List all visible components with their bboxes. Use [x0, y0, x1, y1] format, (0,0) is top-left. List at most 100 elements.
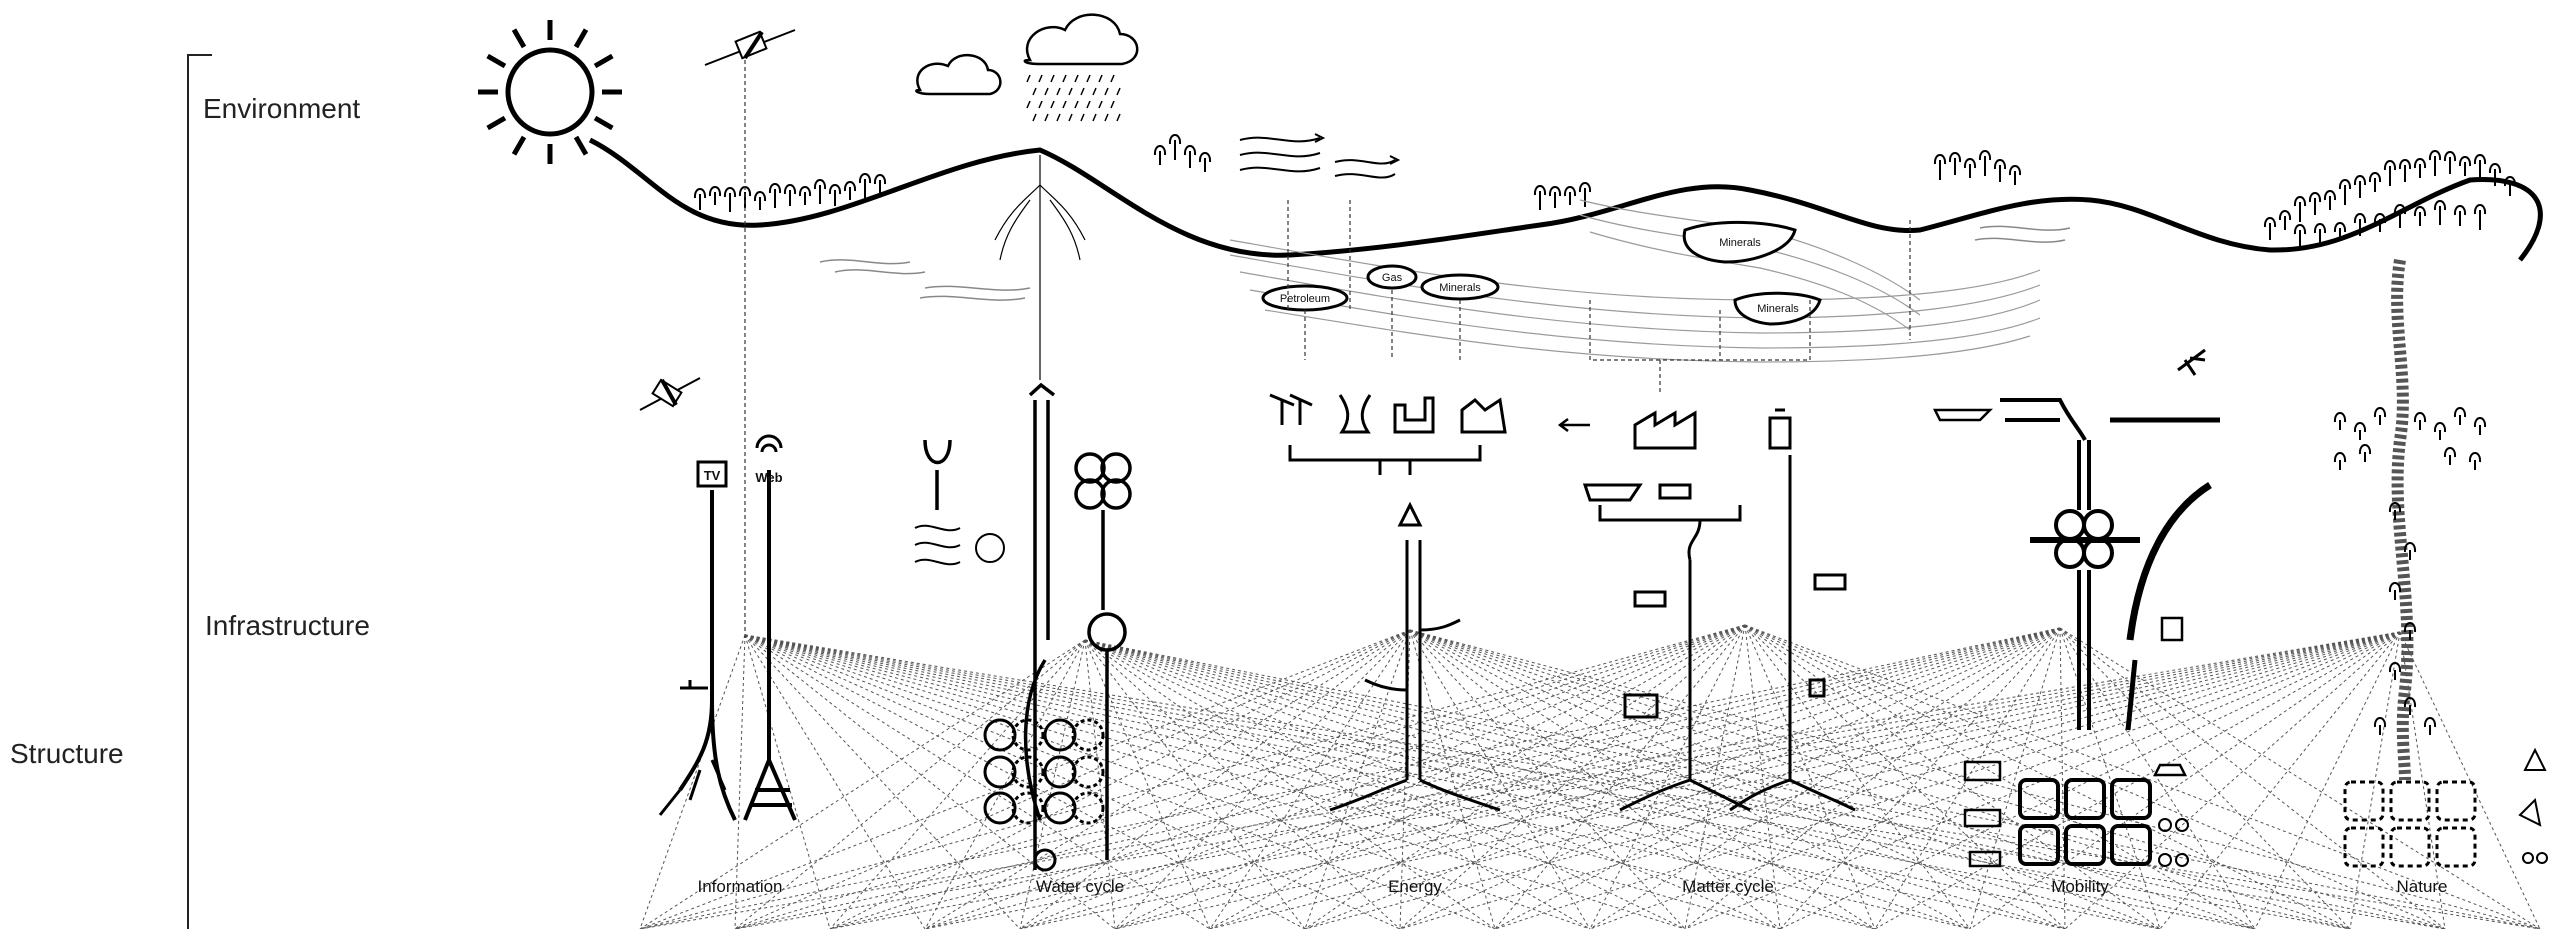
harbour-icon [2000, 400, 2085, 440]
raindrop [1087, 101, 1090, 108]
tree [800, 187, 810, 205]
filter-icon [1076, 454, 1104, 482]
tree [2335, 453, 2345, 470]
raindrop [1105, 114, 1108, 121]
network-link [2350, 632, 2400, 929]
airplane-icon [2178, 350, 2205, 375]
wifi-icon [757, 436, 781, 452]
tree [2325, 191, 2335, 210]
tree [2415, 159, 2425, 178]
sun-ray [488, 56, 505, 66]
arrow-left [1560, 419, 1590, 431]
tree [2295, 197, 2305, 222]
truck-icon [1635, 592, 1665, 606]
water-loop [1073, 793, 1103, 823]
nature-park-blocks [2345, 782, 2475, 866]
tree [2405, 543, 2415, 560]
kite-icon [2520, 800, 2540, 825]
ship-icon [1585, 485, 1640, 500]
raindrop [1033, 88, 1036, 95]
tree [2415, 413, 2425, 430]
tree [2505, 177, 2515, 196]
tree [2445, 448, 2455, 465]
raindrop [1039, 101, 1042, 108]
tree [2435, 423, 2445, 440]
raindrop [1111, 75, 1114, 82]
water-tower-icon [925, 440, 950, 510]
network-link [1085, 640, 2540, 929]
tree [2430, 151, 2440, 176]
wind-icon [1240, 134, 1398, 178]
wind-turbine-icon [1270, 395, 1312, 425]
reservoir-icon [1089, 614, 1125, 650]
tree [2335, 413, 2345, 430]
truck-icon [1815, 575, 1845, 589]
water-loop [1045, 757, 1075, 787]
raindrop [1045, 88, 1048, 95]
tree [2355, 176, 2365, 198]
system-label-nature: Nature [2396, 877, 2447, 896]
tree [2405, 698, 2415, 715]
sun-ray [576, 137, 586, 154]
cloud-icon [916, 55, 1000, 94]
tree [2415, 207, 2425, 226]
pump-icon [976, 534, 1004, 562]
tree [2470, 453, 2480, 470]
network-link [745, 635, 1305, 929]
tree [2310, 193, 2320, 215]
tree [770, 184, 780, 208]
tree [1565, 187, 1575, 205]
raindrop [1045, 114, 1048, 121]
water-distribution-loops [985, 720, 1103, 870]
power-plant-icon [1395, 398, 1433, 432]
network-link [925, 632, 2400, 929]
car-icon [2155, 765, 2185, 775]
network-link [1495, 628, 2060, 929]
energy-infrastructure [1270, 395, 1505, 810]
network-link [1085, 640, 2160, 929]
watershed-roots [995, 155, 1085, 380]
raindrop [1033, 114, 1036, 121]
network-link [1495, 632, 2400, 929]
bin-icon [1810, 680, 1824, 696]
raindrop [1057, 88, 1060, 95]
sun-ray [488, 118, 505, 128]
raindrop [1093, 88, 1096, 95]
refinery-icon [1462, 400, 1505, 432]
train-icon [2162, 618, 2182, 640]
raindrop [1117, 88, 1120, 95]
sun-ray [514, 137, 524, 154]
bicycle-icon [2523, 853, 2533, 863]
nature-infrastructure [2335, 260, 2547, 866]
tree [2390, 583, 2400, 600]
rain-cloud-icon [1025, 15, 1137, 121]
minerals-label: Minerals [1757, 303, 1799, 315]
raindrop [1051, 101, 1054, 108]
city-block [2112, 780, 2150, 818]
raindrop [1093, 114, 1096, 121]
tree [2435, 201, 2445, 225]
tree [2475, 155, 2485, 180]
network-link [1780, 628, 2060, 929]
sun-ray [595, 118, 612, 128]
extraction-links [745, 60, 1910, 640]
minerals-label: Minerals [1439, 282, 1481, 294]
truck-icon [1660, 485, 1690, 498]
factory-icon [1635, 413, 1695, 448]
network-link [1115, 628, 2060, 929]
system-label-mobility: Mobility [2051, 877, 2109, 896]
tree [1535, 186, 1545, 210]
tree [710, 187, 720, 205]
raindrop [1063, 75, 1066, 82]
network-link [745, 635, 1685, 929]
raindrop [1057, 114, 1060, 121]
structure-network [640, 625, 2540, 929]
network-link [1210, 625, 1745, 929]
network-link [745, 635, 2540, 929]
raindrop [1105, 88, 1108, 95]
tree [1580, 183, 1590, 207]
water-loop [1045, 793, 1075, 823]
network-link [745, 635, 1590, 929]
water-loop [985, 720, 1015, 750]
